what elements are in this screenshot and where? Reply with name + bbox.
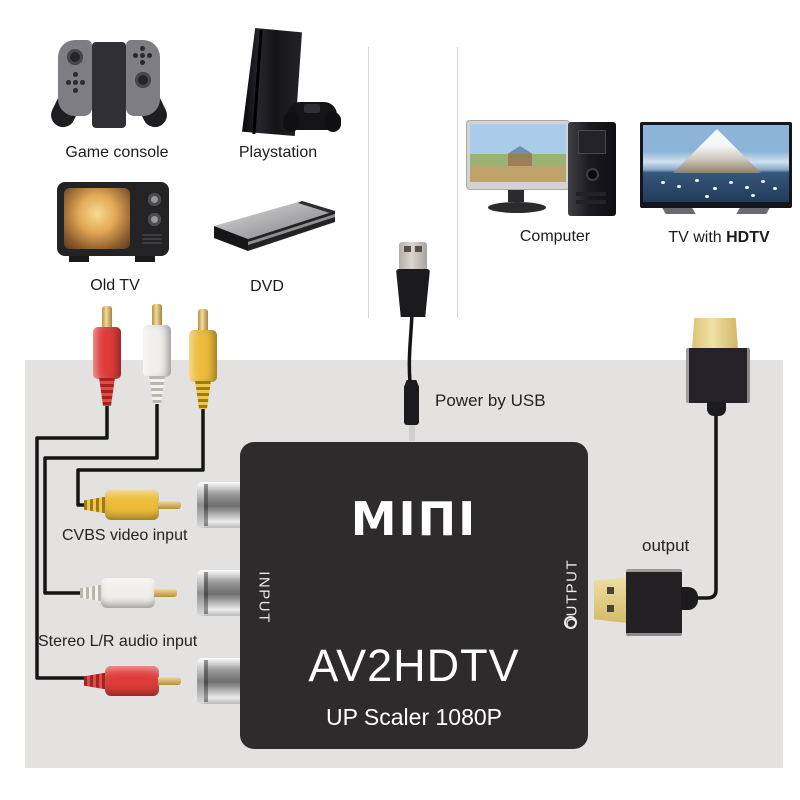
playstation-image <box>232 28 350 142</box>
tower-vent <box>578 130 606 154</box>
rca-jack-audio-l <box>197 570 246 616</box>
hdmi-plug-body-vertical <box>686 348 750 403</box>
tv-foot <box>69 256 89 262</box>
hdmi-strain-relief <box>681 587 698 610</box>
rca-plug-white-up <box>143 304 171 404</box>
tv-screen <box>643 125 789 202</box>
computer-image <box>466 116 618 222</box>
playstation-label: Playstation <box>238 144 318 161</box>
hdmi-plug-gold-vertical <box>692 318 738 349</box>
divider-line-right <box>457 47 458 318</box>
mountain-scene <box>673 129 761 173</box>
rca-jack-video <box>197 482 246 528</box>
av2hdtv-converter-box: MIΠI INPUT OUTPUT AV2HDTV UP Scaler 1080… <box>240 442 588 749</box>
swans <box>661 181 665 184</box>
dvd-label: DVD <box>250 278 284 295</box>
stereo-input-label: Stereo L/R audio input <box>38 633 198 650</box>
rca-plug-red-horizontal <box>84 665 182 697</box>
rca-jack-audio-r <box>197 658 246 704</box>
computer-label: Computer <box>519 228 591 245</box>
usb-a-connector <box>399 242 427 269</box>
model-subtitle: UP Scaler 1080P <box>325 704 502 730</box>
old-tv-label: Old TV <box>90 277 140 294</box>
input-side-label: INPUT <box>255 571 273 624</box>
drive-slot <box>576 192 606 196</box>
tv-foot <box>135 256 155 262</box>
cvbs-input-label: CVBS video input <box>62 527 188 544</box>
monitor-screen <box>470 124 566 182</box>
mini-usb-plug <box>404 380 419 425</box>
hdtv-label: TV with HDTV <box>668 229 770 246</box>
hdtv-image <box>640 122 792 222</box>
dvd-player-image <box>214 201 335 251</box>
rca-plug-yellow-horizontal <box>84 489 182 521</box>
hdmi-strain-relief-vertical <box>707 402 726 416</box>
hdmi-plug-gold-horizontal <box>594 577 627 623</box>
model-name: AV2HDTV <box>308 640 520 691</box>
hdmi-plug-body-horizontal <box>626 569 682 636</box>
led-indicator <box>564 616 577 629</box>
face-buttons <box>140 53 145 58</box>
power-button <box>588 170 597 179</box>
tv-knob <box>148 213 161 226</box>
rca-plug-white-horizontal <box>80 577 178 609</box>
tv-knob <box>148 193 161 206</box>
rca-plug-yellow-up <box>189 309 217 409</box>
crt-tv-screen <box>64 188 130 249</box>
mini-usb-pin <box>409 425 415 441</box>
tv-stand-leg <box>736 208 770 214</box>
ps4-touchpad <box>287 104 337 114</box>
pc-tower <box>568 122 616 216</box>
game-console-image <box>47 40 171 136</box>
barn-wallpaper <box>508 146 532 166</box>
drive-slot <box>576 200 606 204</box>
tv-speaker-vent <box>142 232 162 244</box>
monitor-neck <box>508 190 524 202</box>
usb-a-shell <box>396 269 430 317</box>
old-tv-image <box>57 182 171 276</box>
monitor-base <box>488 202 546 213</box>
tv-stand-leg <box>662 208 696 214</box>
joycon-center <box>92 42 126 128</box>
monitor <box>466 120 570 190</box>
dpad-buttons <box>73 80 78 85</box>
output-label: output <box>642 536 690 555</box>
analog-stick <box>135 72 151 88</box>
analog-stick <box>67 49 83 65</box>
game-console-label: Game console <box>65 144 169 161</box>
power-by-usb-label: Power by USB <box>435 391 546 410</box>
rca-plug-red-up <box>93 306 121 406</box>
mini-brand-logo: MIΠI <box>350 492 478 546</box>
divider-line-left <box>368 47 369 318</box>
